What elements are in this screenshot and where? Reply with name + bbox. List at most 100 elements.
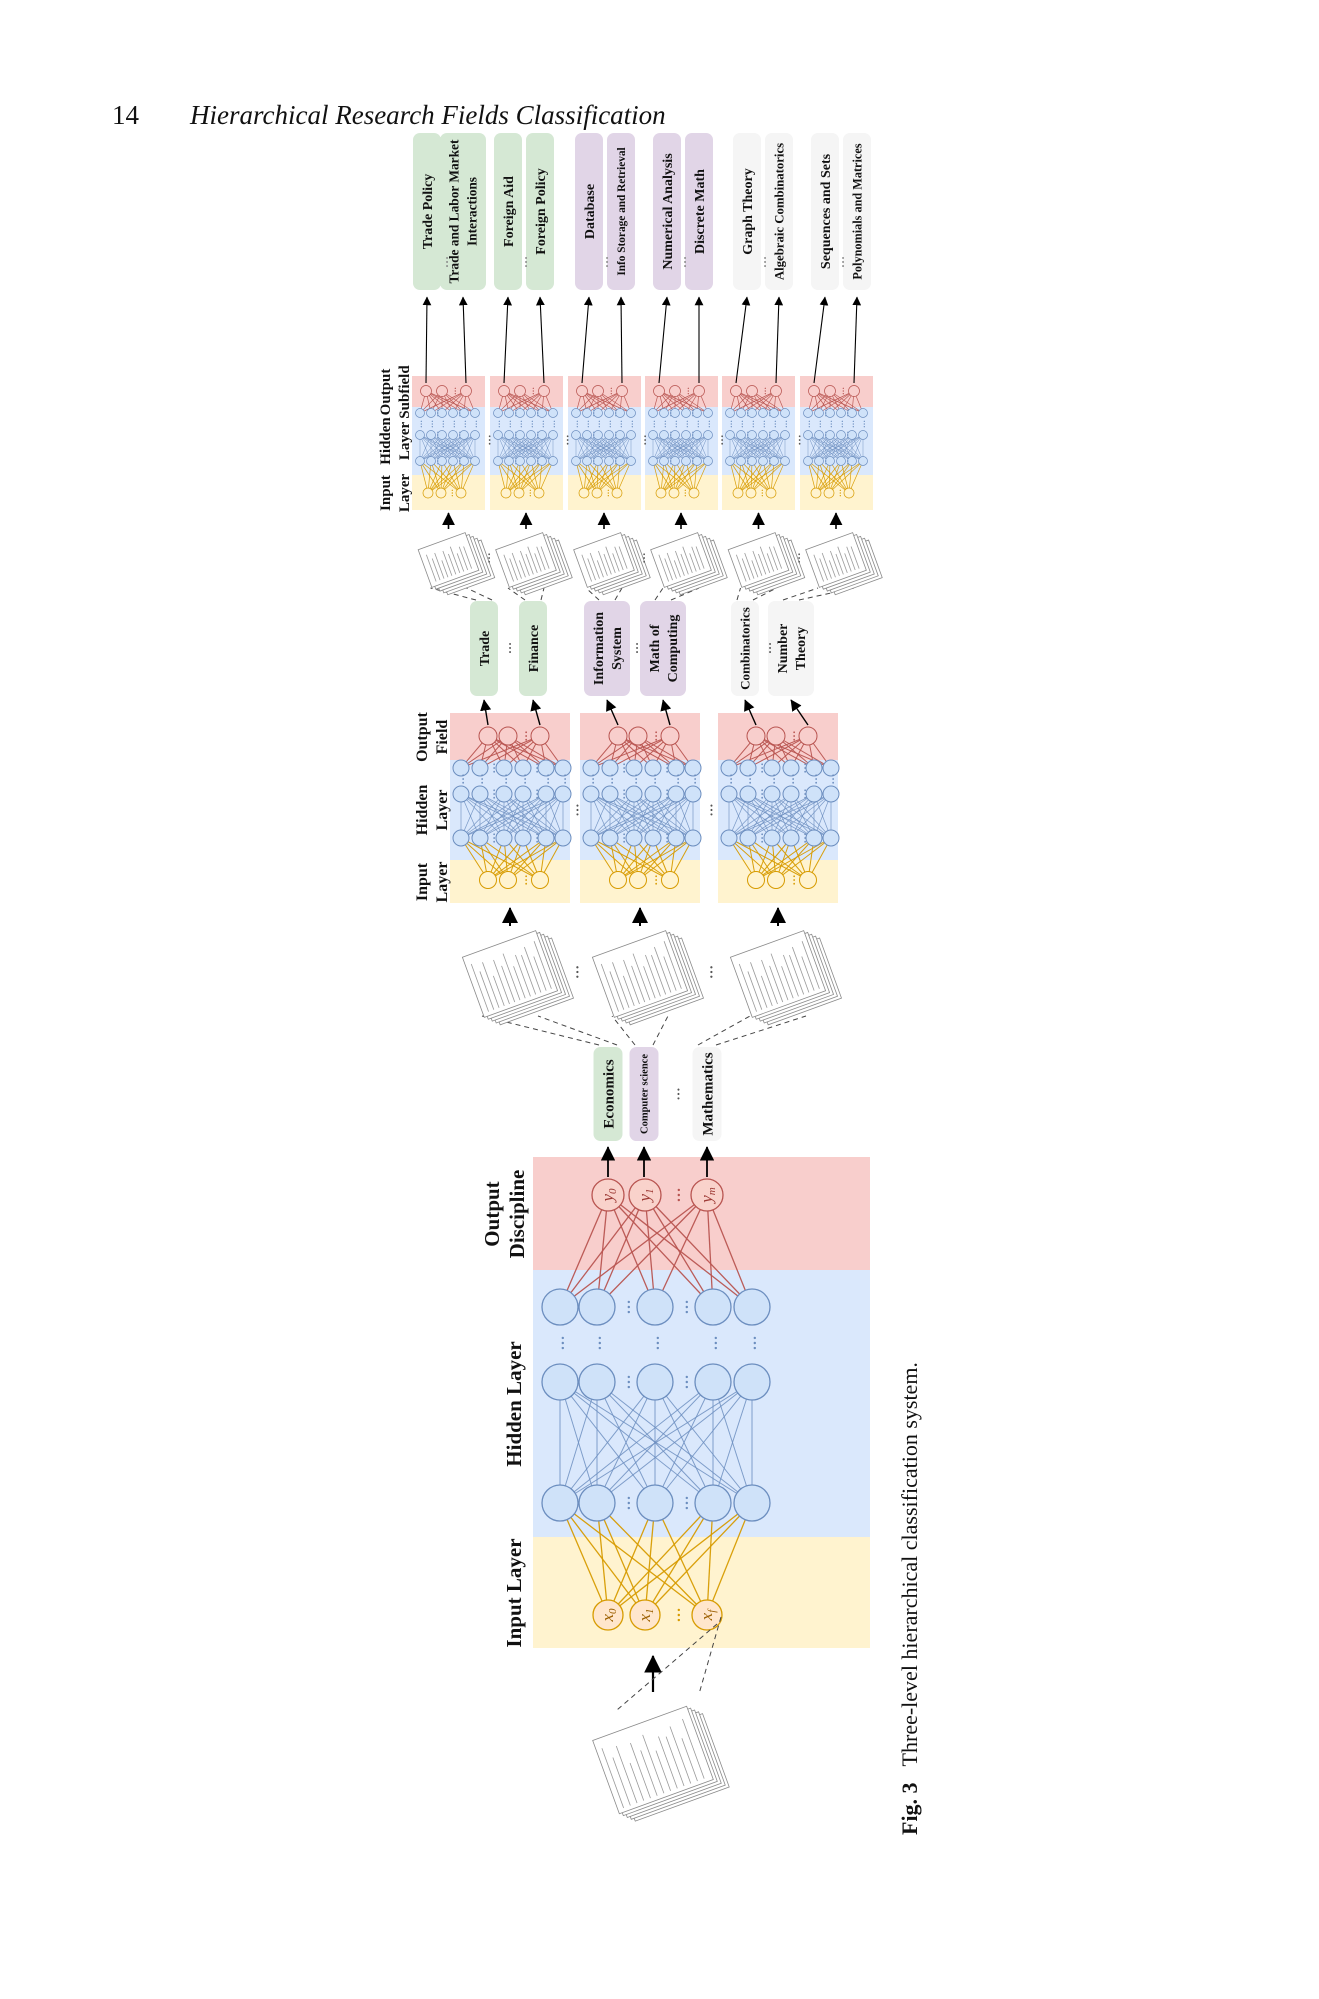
ellipsis: …: [682, 387, 691, 395]
dashed-connector: [752, 587, 777, 601]
ellipsis: …: [667, 1088, 682, 1101]
document-stack-input: [592, 1705, 730, 1822]
running-title: Hierarchical Research Fields Classificat…: [190, 100, 666, 130]
dashed-connector: [430, 587, 477, 601]
ellipsis: …: [559, 435, 571, 446]
document-stack: [461, 930, 574, 1026]
ellipsis: …: [616, 789, 628, 800]
input-layer-band: [568, 475, 641, 510]
dashed-connector: [698, 1616, 722, 1695]
dashed-connector: [782, 587, 819, 601]
ellipsis: …: [610, 409, 619, 417]
flow-arrow: [606, 699, 619, 726]
ellipsis: …: [756, 489, 765, 497]
ellipsis: …: [758, 420, 767, 428]
ellipsis: …: [676, 1300, 692, 1315]
ellipsis: …: [610, 431, 619, 439]
flow-arrow: [774, 296, 784, 384]
label-text: Trade: [478, 631, 493, 667]
ellipsis: …: [665, 409, 674, 417]
flow-arrow: [535, 296, 545, 384]
ellipsis: …: [766, 774, 778, 785]
subfield-label-sequences-and-sets: Sequences and Sets: [811, 133, 839, 290]
ellipsis: …: [529, 833, 541, 844]
ellipsis: …: [847, 420, 856, 428]
flow-arrow: [813, 296, 829, 384]
label-text: Finance: [527, 625, 542, 672]
ellipsis: …: [648, 420, 657, 428]
dashed-connector: [652, 1015, 669, 1046]
ellipsis: …: [797, 833, 809, 844]
ellipsis: …: [725, 420, 734, 428]
output-layer-band: [490, 376, 563, 407]
level3-network-1: ……………………………………: [412, 376, 485, 510]
ellipsis: …: [742, 409, 751, 417]
ellipsis: …: [589, 1336, 605, 1351]
ellipsis: …: [415, 420, 424, 428]
subfield-label-foreign-aid: Foreign Aid: [494, 133, 522, 290]
ellipsis: …: [687, 431, 696, 439]
output-layer-band: [722, 376, 795, 407]
field-label-combinatorics: Combinatorics: [731, 601, 759, 696]
ellipsis: …: [454, 457, 463, 465]
ellipsis: …: [687, 409, 696, 417]
axis-label-input-layer: Input Layer: [502, 1538, 526, 1647]
ellipsis: …: [618, 1496, 634, 1511]
ellipsis: …: [714, 435, 726, 446]
ellipsis: …: [585, 774, 597, 785]
input-layer-band: [800, 475, 873, 510]
ellipsis: …: [797, 763, 809, 774]
ellipsis: …: [647, 1336, 663, 1351]
ellipsis: …: [692, 420, 701, 428]
svg-text:Input Layer: Input Layer: [502, 1538, 526, 1647]
subfield-label-algebraic-combinatorics: Algebraic Combinatorics: [765, 133, 793, 290]
ellipsis: …: [736, 420, 745, 428]
ellipsis: …: [703, 420, 712, 428]
ellipsis: …: [615, 420, 624, 428]
flow-arrow: [658, 296, 671, 384]
ellipsis: …: [786, 875, 798, 886]
label-text: Trade and Labor Market: [447, 139, 462, 283]
ellipsis: …: [786, 731, 798, 742]
ellipsis: …: [842, 431, 851, 439]
node-label: y1: [635, 1188, 656, 1203]
label-text: Theory: [794, 627, 809, 671]
level3-network-6: ……………………………………: [800, 376, 873, 510]
label-text: Computing: [666, 615, 681, 683]
figure-caption-text: Three-level hierarchical classification …: [897, 1362, 922, 1767]
label-text: Sequences and Sets: [819, 153, 834, 269]
ellipsis: …: [517, 774, 529, 785]
flow-arrow: [735, 296, 751, 384]
label-text: Number: [776, 624, 791, 674]
svg-text:Output: Output: [414, 711, 431, 761]
flow-arrow: [790, 699, 809, 726]
ellipsis: …: [486, 789, 498, 800]
ellipsis: …: [437, 256, 451, 268]
ellipsis: …: [648, 875, 660, 886]
output-layer-band: [645, 376, 718, 407]
label-text: Graph Theory: [741, 168, 756, 254]
ellipsis: …: [764, 431, 773, 439]
flow-arrow: [660, 699, 672, 726]
svg-text:Layer: Layer: [397, 474, 413, 513]
ellipsis: …: [825, 774, 837, 785]
ellipsis: …: [582, 420, 591, 428]
subfield-label-discrete-math: Discrete Math: [685, 133, 713, 290]
output-layer-band: [800, 376, 873, 407]
field-label-trade: Trade: [470, 601, 498, 696]
ellipsis: …: [755, 256, 769, 268]
ellipsis: …: [446, 489, 455, 497]
ellipsis: …: [797, 789, 809, 800]
output-layer-band: [568, 376, 641, 407]
flow-arrow: [422, 296, 432, 384]
subfield-label-info-storage-and-retrieval: Info Storage and Retrieval: [607, 133, 635, 290]
ellipsis: …: [537, 420, 546, 428]
level3-network-2: ……………………………………: [490, 376, 563, 510]
dashed-connector: [616, 1623, 718, 1711]
svg-text:Output: Output: [378, 369, 394, 416]
ellipsis: …: [764, 409, 773, 417]
